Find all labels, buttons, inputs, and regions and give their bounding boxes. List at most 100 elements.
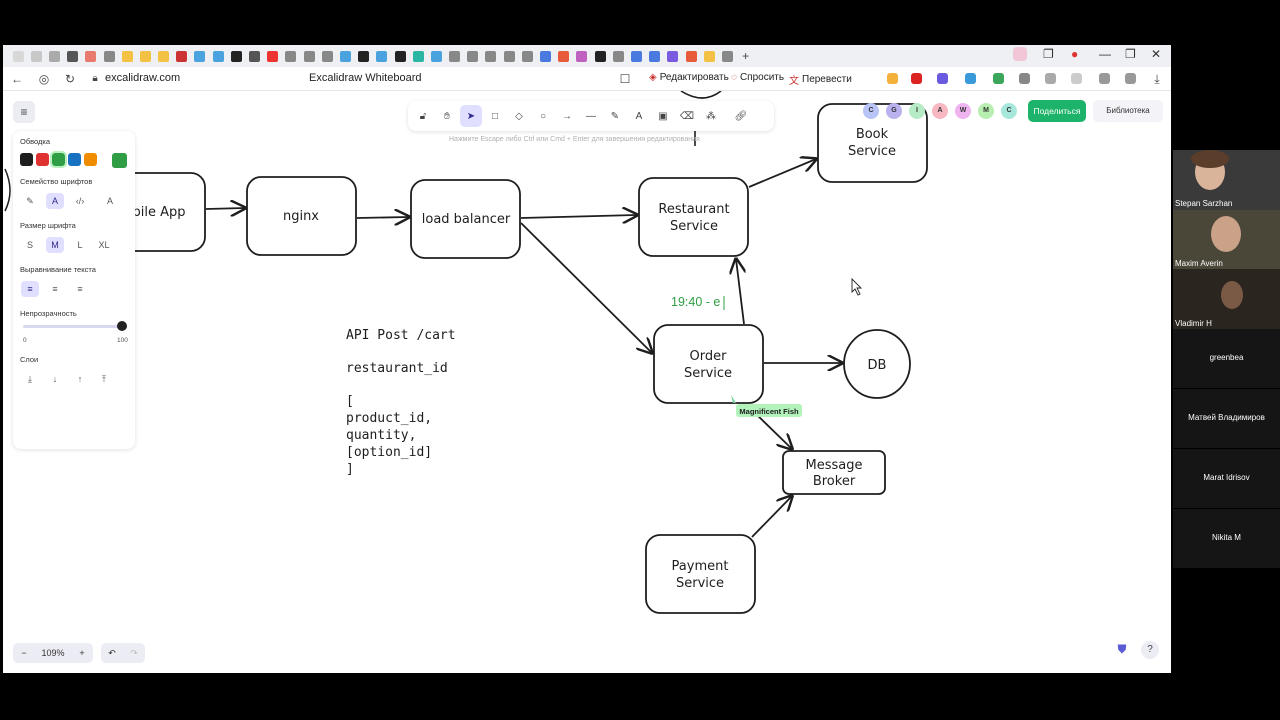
tab-icon-active[interactable]: [667, 50, 679, 62]
minimize-icon[interactable]: —: [1099, 47, 1111, 61]
tab-icon[interactable]: [521, 50, 533, 62]
extension-icon[interactable]: [1125, 73, 1136, 84]
tab-icon[interactable]: [485, 50, 497, 62]
node-payment-service[interactable]: Payment Service: [645, 534, 756, 614]
extension-icon[interactable]: [1071, 73, 1082, 84]
tab-icon[interactable]: [376, 50, 388, 62]
extension-icon[interactable]: [937, 73, 948, 84]
tab-icon[interactable]: [576, 50, 588, 62]
arrow-tool-icon[interactable]: →: [562, 110, 572, 122]
new-tab-icon[interactable]: +: [742, 48, 750, 63]
tab-icon[interactable]: [540, 50, 552, 62]
whiteboard-drawing[interactable]: bile App nginx load balancer Restaurant: [3, 91, 1171, 673]
tab-icon[interactable]: [703, 50, 715, 62]
api-notes[interactable]: API Post /cart restaurant_id [ product_i…: [346, 328, 456, 477]
opacity-slider-knob[interactable]: [117, 321, 127, 331]
participant-video[interactable]: [1173, 210, 1280, 269]
participant-tile[interactable]: [1173, 449, 1280, 508]
help-icon[interactable]: ?: [1141, 641, 1159, 659]
align-center-icon[interactable]: ≡: [52, 284, 58, 294]
node-book-service[interactable]: Book Service: [817, 103, 928, 183]
node-restaurant-service[interactable]: Restaurant Service: [638, 177, 749, 257]
tab-icon[interactable]: [339, 50, 351, 62]
font-size-m[interactable]: M: [46, 237, 64, 253]
tab-icon[interactable]: [594, 50, 606, 62]
collaborator-avatar[interactable]: I: [909, 103, 925, 119]
tab-icon[interactable]: [358, 50, 370, 62]
tab-icon[interactable]: [249, 50, 261, 62]
record-icon[interactable]: ●: [1071, 47, 1079, 61]
rectangle-tool-icon[interactable]: □: [491, 110, 499, 122]
font-size-s[interactable]: S: [26, 240, 33, 250]
link-tool-icon[interactable]: 🔗︎: [734, 110, 748, 122]
edit-extension-button[interactable]: ◈ Редактировать: [649, 72, 729, 83]
shield-icon[interactable]: ◎: [38, 72, 50, 86]
undo-button[interactable]: ↶: [101, 643, 123, 663]
tab-icon[interactable]: [121, 50, 133, 62]
main-menu-icon[interactable]: ≡: [13, 101, 35, 123]
node-db[interactable]: DB: [843, 329, 911, 399]
eraser-tool-icon[interactable]: ⌫: [679, 110, 695, 122]
back-icon[interactable]: ←: [11, 72, 23, 86]
stroke-color-green[interactable]: [50, 151, 67, 168]
opacity-slider-track[interactable]: [23, 325, 123, 328]
excalidraw-canvas[interactable]: bile App nginx load balancer Restaurant: [3, 91, 1171, 673]
extension-icon[interactable]: [1019, 73, 1030, 84]
line-tool-icon[interactable]: —: [586, 110, 596, 122]
arrow-lb-to-order[interactable]: [520, 222, 652, 353]
extension-icon[interactable]: [993, 73, 1004, 84]
stroke-color-orange[interactable]: [84, 153, 97, 166]
extension-icon[interactable]: [911, 73, 922, 84]
reload-icon[interactable]: ↻: [64, 72, 76, 86]
tab-icon[interactable]: [103, 50, 115, 62]
tab-icon[interactable]: [230, 50, 242, 62]
tab-icon[interactable]: [176, 50, 188, 62]
current-stroke-color[interactable]: [112, 153, 127, 168]
tab-icon[interactable]: [649, 50, 661, 62]
node-nginx[interactable]: nginx: [246, 176, 357, 256]
arrow-lb-to-restaurant[interactable]: [520, 215, 637, 218]
zoom-value[interactable]: 109%: [35, 643, 71, 663]
stroke-color-black[interactable]: [20, 153, 33, 166]
tab-icon[interactable]: [394, 50, 406, 62]
tab-icon[interactable]: [48, 50, 60, 62]
tab-icon[interactable]: [630, 50, 642, 62]
arrow-order-to-broker[interactable]: [754, 412, 792, 449]
text-tool-icon[interactable]: A: [635, 110, 643, 122]
node-load-balancer[interactable]: load balancer: [410, 179, 521, 259]
library-button[interactable]: Библиотека: [1093, 100, 1163, 122]
diamond-tool-icon[interactable]: ◇: [515, 110, 523, 122]
close-window-icon[interactable]: ✕: [1151, 47, 1162, 61]
tab-icon[interactable]: [267, 50, 279, 62]
tab-icon[interactable]: [303, 50, 315, 62]
bring-to-front-icon[interactable]: ⤒: [102, 374, 106, 384]
tab-icon[interactable]: [194, 50, 206, 62]
arrow-nginx-to-lb[interactable]: [356, 217, 409, 218]
zoom-in-button[interactable]: +: [71, 643, 93, 663]
lock-tool-icon[interactable]: 🔓︎: [419, 110, 427, 122]
share-button[interactable]: Поделиться: [1028, 100, 1086, 122]
collaborator-avatar[interactable]: C: [1001, 103, 1017, 119]
stroke-color-red[interactable]: [36, 153, 49, 166]
arrow-mobile-to-nginx[interactable]: [205, 208, 245, 209]
tab-icon[interactable]: [430, 50, 442, 62]
participant-tile[interactable]: [1173, 329, 1280, 388]
tab-icon[interactable]: [449, 50, 461, 62]
participant-video[interactable]: [1173, 150, 1280, 210]
zoom-out-button[interactable]: −: [13, 643, 35, 663]
tab-icon[interactable]: [67, 50, 79, 62]
bookmark-icon[interactable]: ☐: [619, 72, 631, 86]
hand-tool-icon[interactable]: ✋︎: [444, 110, 450, 122]
extension-icon[interactable]: [1099, 73, 1110, 84]
node-message-broker[interactable]: Message Broker: [782, 450, 886, 495]
collaborator-avatar[interactable]: G: [886, 103, 902, 119]
draw-tool-icon[interactable]: ✎: [610, 110, 620, 122]
copy-icon[interactable]: ❐: [1043, 47, 1054, 61]
collaborator-avatar[interactable]: M: [978, 103, 994, 119]
redo-button[interactable]: ↷: [123, 643, 145, 663]
font-size-xl[interactable]: XL: [98, 240, 110, 250]
extension-icon[interactable]: [965, 73, 976, 84]
collaborator-avatar[interactable]: A: [932, 103, 948, 119]
stroke-color-blue[interactable]: [68, 153, 81, 166]
participant-tile[interactable]: [1173, 389, 1280, 448]
